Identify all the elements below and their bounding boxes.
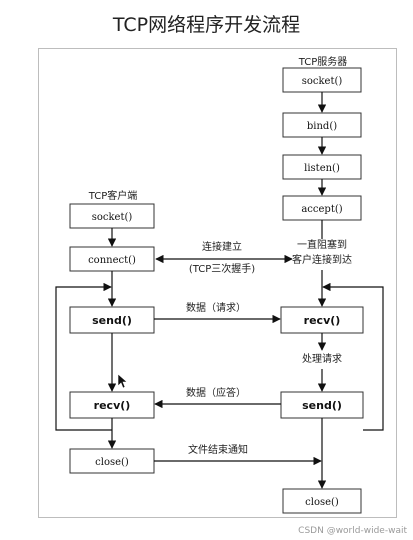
client-header: TCP客户端 xyxy=(88,189,138,202)
eof-label: 文件结束通知 xyxy=(188,443,248,456)
client-recv-label: recv() xyxy=(94,399,131,412)
server-socket-box: socket() xyxy=(282,67,362,93)
server-listen-box: listen() xyxy=(282,154,362,180)
server-header: TCP服务器 xyxy=(298,55,348,68)
server-send-label: send() xyxy=(302,399,342,412)
block-note-line2: 客户连接到达 xyxy=(292,253,352,266)
handshake-label: 连接建立 xyxy=(202,240,242,253)
client-loop-arrow xyxy=(55,282,112,431)
client-send-label: send() xyxy=(92,314,132,327)
server-bind-box: bind() xyxy=(282,112,362,138)
client-close-box: close() xyxy=(69,448,155,474)
client-close-label: close() xyxy=(95,457,129,468)
server-accept-box: accept() xyxy=(282,195,362,221)
process-note: 处理请求 xyxy=(302,352,342,365)
client-send-box: send() xyxy=(69,306,155,334)
handshake-sublabel: (TCP三次握手) xyxy=(189,262,255,275)
client-connect-box: connect() xyxy=(69,246,155,272)
client-socket-box: socket() xyxy=(69,203,155,229)
client-socket-label: socket() xyxy=(92,212,133,223)
request-label: 数据（请求） xyxy=(186,301,246,314)
server-accept-label: accept() xyxy=(301,204,342,215)
server-socket-label: socket() xyxy=(302,76,343,87)
block-note-line1: 一直阻塞到 xyxy=(297,238,347,251)
watermark: CSDN @world-wide-wait xyxy=(298,526,407,536)
page-title: TCP网络程序开发流程 xyxy=(112,14,301,36)
client-recv-box: recv() xyxy=(69,391,155,419)
mouse-cursor-icon xyxy=(117,373,128,389)
server-listen-label: listen() xyxy=(304,163,340,174)
server-close-label: close() xyxy=(305,497,339,508)
server-bind-label: bind() xyxy=(307,121,337,132)
server-send-box: send() xyxy=(280,391,364,419)
client-connect-label: connect() xyxy=(88,255,136,266)
server-loop-arrow xyxy=(322,282,384,431)
server-recv-box: recv() xyxy=(280,306,364,334)
response-label: 数据（应答） xyxy=(186,386,246,399)
server-close-box: close() xyxy=(282,488,362,514)
server-recv-label: recv() xyxy=(304,314,341,327)
